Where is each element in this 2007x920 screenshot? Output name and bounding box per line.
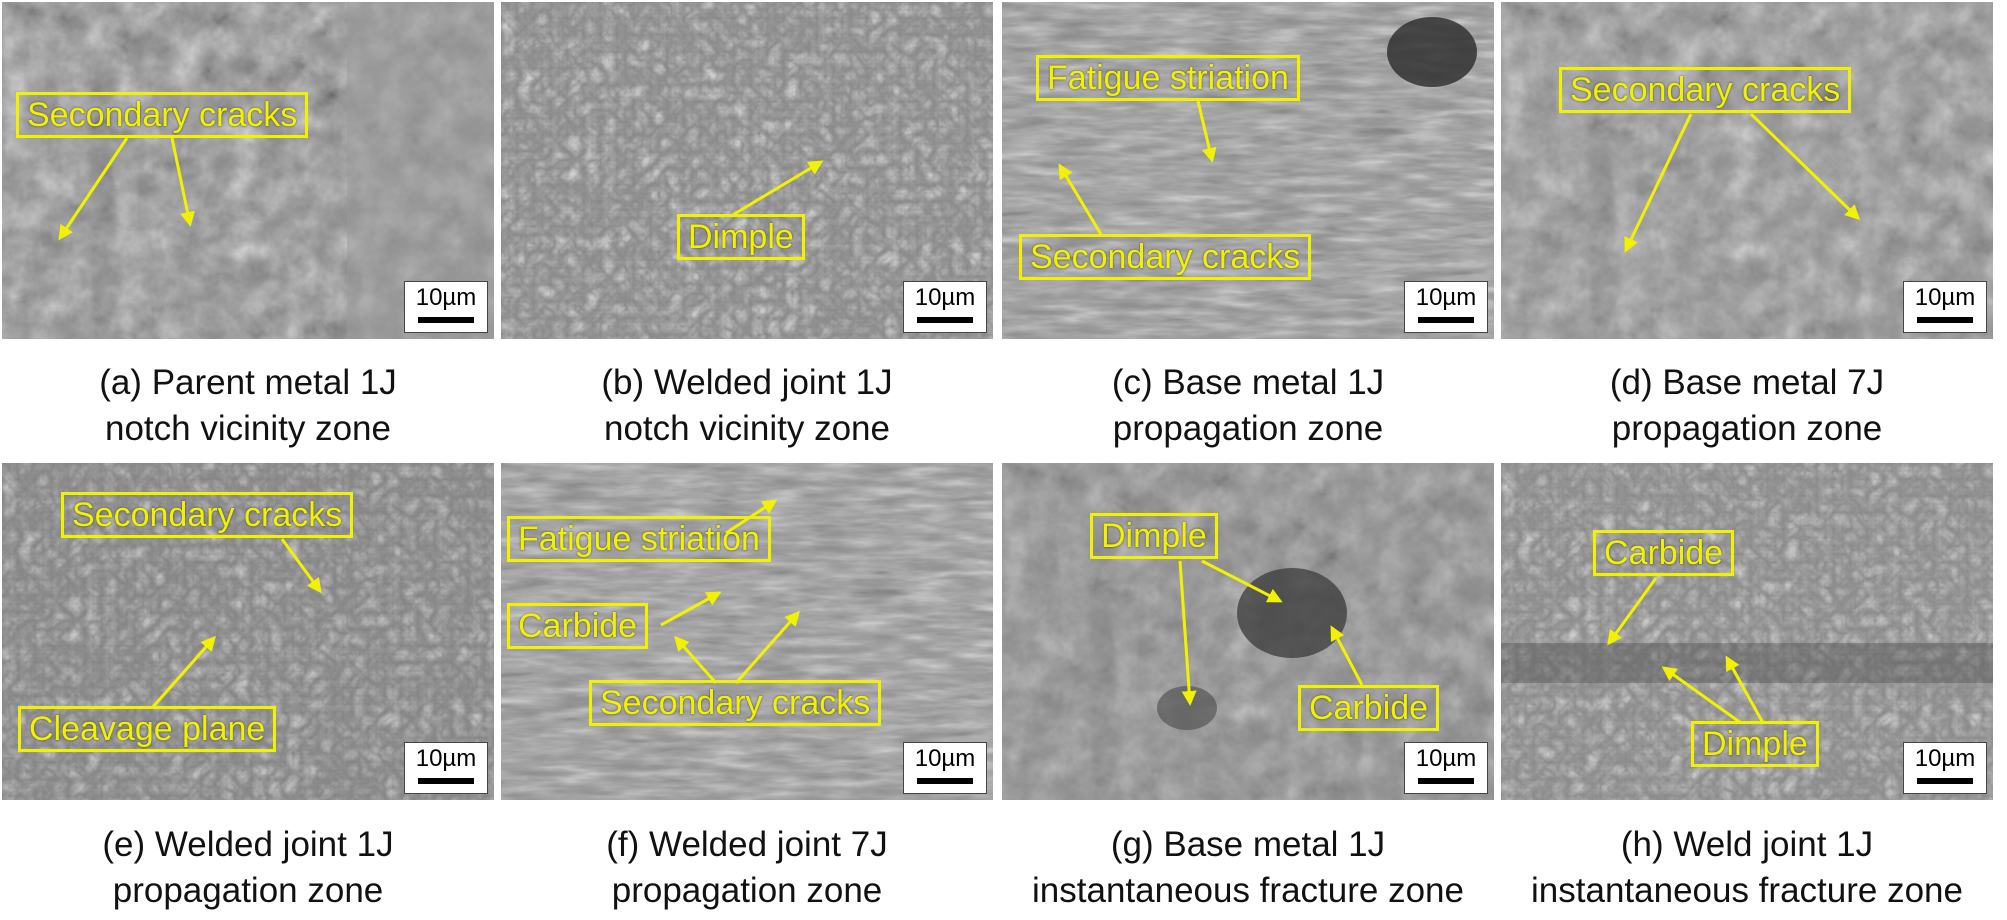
caption-f: (f) Welded joint 7J propagation zone <box>497 822 997 914</box>
caption-d: (d) Base metal 7J propagation zone <box>1497 360 1997 452</box>
scale-bar: 10µm <box>404 281 488 333</box>
caption-line: (e) Welded joint 1J <box>102 825 394 864</box>
scale-label: 10µm <box>1415 284 1477 311</box>
annotation-label: Secondary cracks <box>589 680 882 726</box>
caption-g: (g) Base metal 1J instantaneous fracture … <box>998 822 1498 914</box>
scale-bar: 10µm <box>404 742 488 794</box>
sem-image-f: Fatigue striation Carbide Secondary crac… <box>501 463 993 800</box>
caption-line: (f) Welded joint 7J <box>606 825 888 864</box>
scale-label: 10µm <box>415 284 477 311</box>
caption-line: (h) Weld joint 1J <box>1620 825 1874 864</box>
caption-line: instantaneous fracture zone <box>1032 871 1464 910</box>
annotation-label: Dimple <box>1090 513 1218 559</box>
caption-c: (c) Base metal 1J propagation zone <box>998 360 1498 452</box>
scale-line <box>1418 778 1474 784</box>
scale-line <box>1418 317 1474 323</box>
caption-line: propagation zone <box>1112 409 1384 448</box>
annotation-label: Secondary cracks <box>1559 67 1852 113</box>
caption-h: (h) Weld joint 1J instantaneous fracture … <box>1497 822 1997 914</box>
annotation-label: Cleavage plane <box>18 706 277 752</box>
annotation-label: Carbide <box>1593 530 1735 576</box>
scale-bar: 10µm <box>1404 281 1488 333</box>
caption-e: (e) Welded joint 1J propagation zone <box>0 822 498 914</box>
scale-label: 10µm <box>1914 284 1976 311</box>
scale-label: 10µm <box>1914 745 1976 772</box>
scale-line <box>917 317 973 323</box>
annotation-label: Dimple <box>1691 721 1819 767</box>
caption-line: propagation zone <box>1611 409 1883 448</box>
scale-bar: 10µm <box>1903 742 1987 794</box>
scale-label: 10µm <box>914 284 976 311</box>
caption-line: notch vicinity zone <box>604 409 890 448</box>
annotation-label: Dimple <box>677 214 805 260</box>
caption-line: notch vicinity zone <box>105 409 391 448</box>
scale-bar: 10µm <box>903 281 987 333</box>
scale-bar: 10µm <box>1404 742 1488 794</box>
caption-line: instantaneous fracture zone <box>1531 871 1963 910</box>
sem-image-b: Dimple 10µm <box>501 2 993 339</box>
annotation-label: Fatigue striation <box>507 516 771 562</box>
sem-image-h: Carbide Dimple 10µm <box>1501 463 1993 800</box>
caption-line: (d) Base metal 7J <box>1609 363 1885 402</box>
scale-line <box>418 778 474 784</box>
annotation-label: Carbide <box>507 603 649 649</box>
scale-bar: 10µm <box>1903 281 1987 333</box>
caption-line: (c) Base metal 1J <box>1111 363 1385 402</box>
annotation-label: Secondary cracks <box>61 492 354 538</box>
sem-texture <box>2 463 494 800</box>
scale-label: 10µm <box>415 745 477 772</box>
caption-line: propagation zone <box>611 871 883 910</box>
sem-image-g: Dimple Carbide 10µm <box>1002 463 1494 800</box>
sem-texture <box>2 2 494 339</box>
sem-image-e: Secondary cracks Cleavage plane 10µm <box>2 463 494 800</box>
scale-line <box>418 317 474 323</box>
sem-image-c: Fatigue striation Secondary cracks 10µm <box>1002 2 1494 339</box>
annotation-label: Carbide <box>1298 685 1440 731</box>
scale-line <box>917 778 973 784</box>
caption-b: (b) Welded joint 1J notch vicinity zone <box>497 360 997 452</box>
annotation-label: Fatigue striation <box>1036 55 1300 101</box>
caption-line: (b) Welded joint 1J <box>601 363 893 402</box>
annotation-label: Secondary cracks <box>16 92 309 138</box>
scale-label: 10µm <box>1415 745 1477 772</box>
sem-image-d: Secondary cracks 10µm <box>1501 2 1993 339</box>
scale-line <box>1917 778 1973 784</box>
scale-bar: 10µm <box>903 742 987 794</box>
scale-line <box>1917 317 1973 323</box>
caption-line: (a) Parent metal 1J <box>99 363 397 402</box>
caption-a: (a) Parent metal 1J notch vicinity zone <box>0 360 498 452</box>
caption-line: propagation zone <box>112 871 384 910</box>
sem-image-a: Secondary cracks 10µm <box>2 2 494 339</box>
scale-label: 10µm <box>914 745 976 772</box>
annotation-label: Secondary cracks <box>1019 234 1312 280</box>
caption-line: (g) Base metal 1J <box>1110 825 1386 864</box>
